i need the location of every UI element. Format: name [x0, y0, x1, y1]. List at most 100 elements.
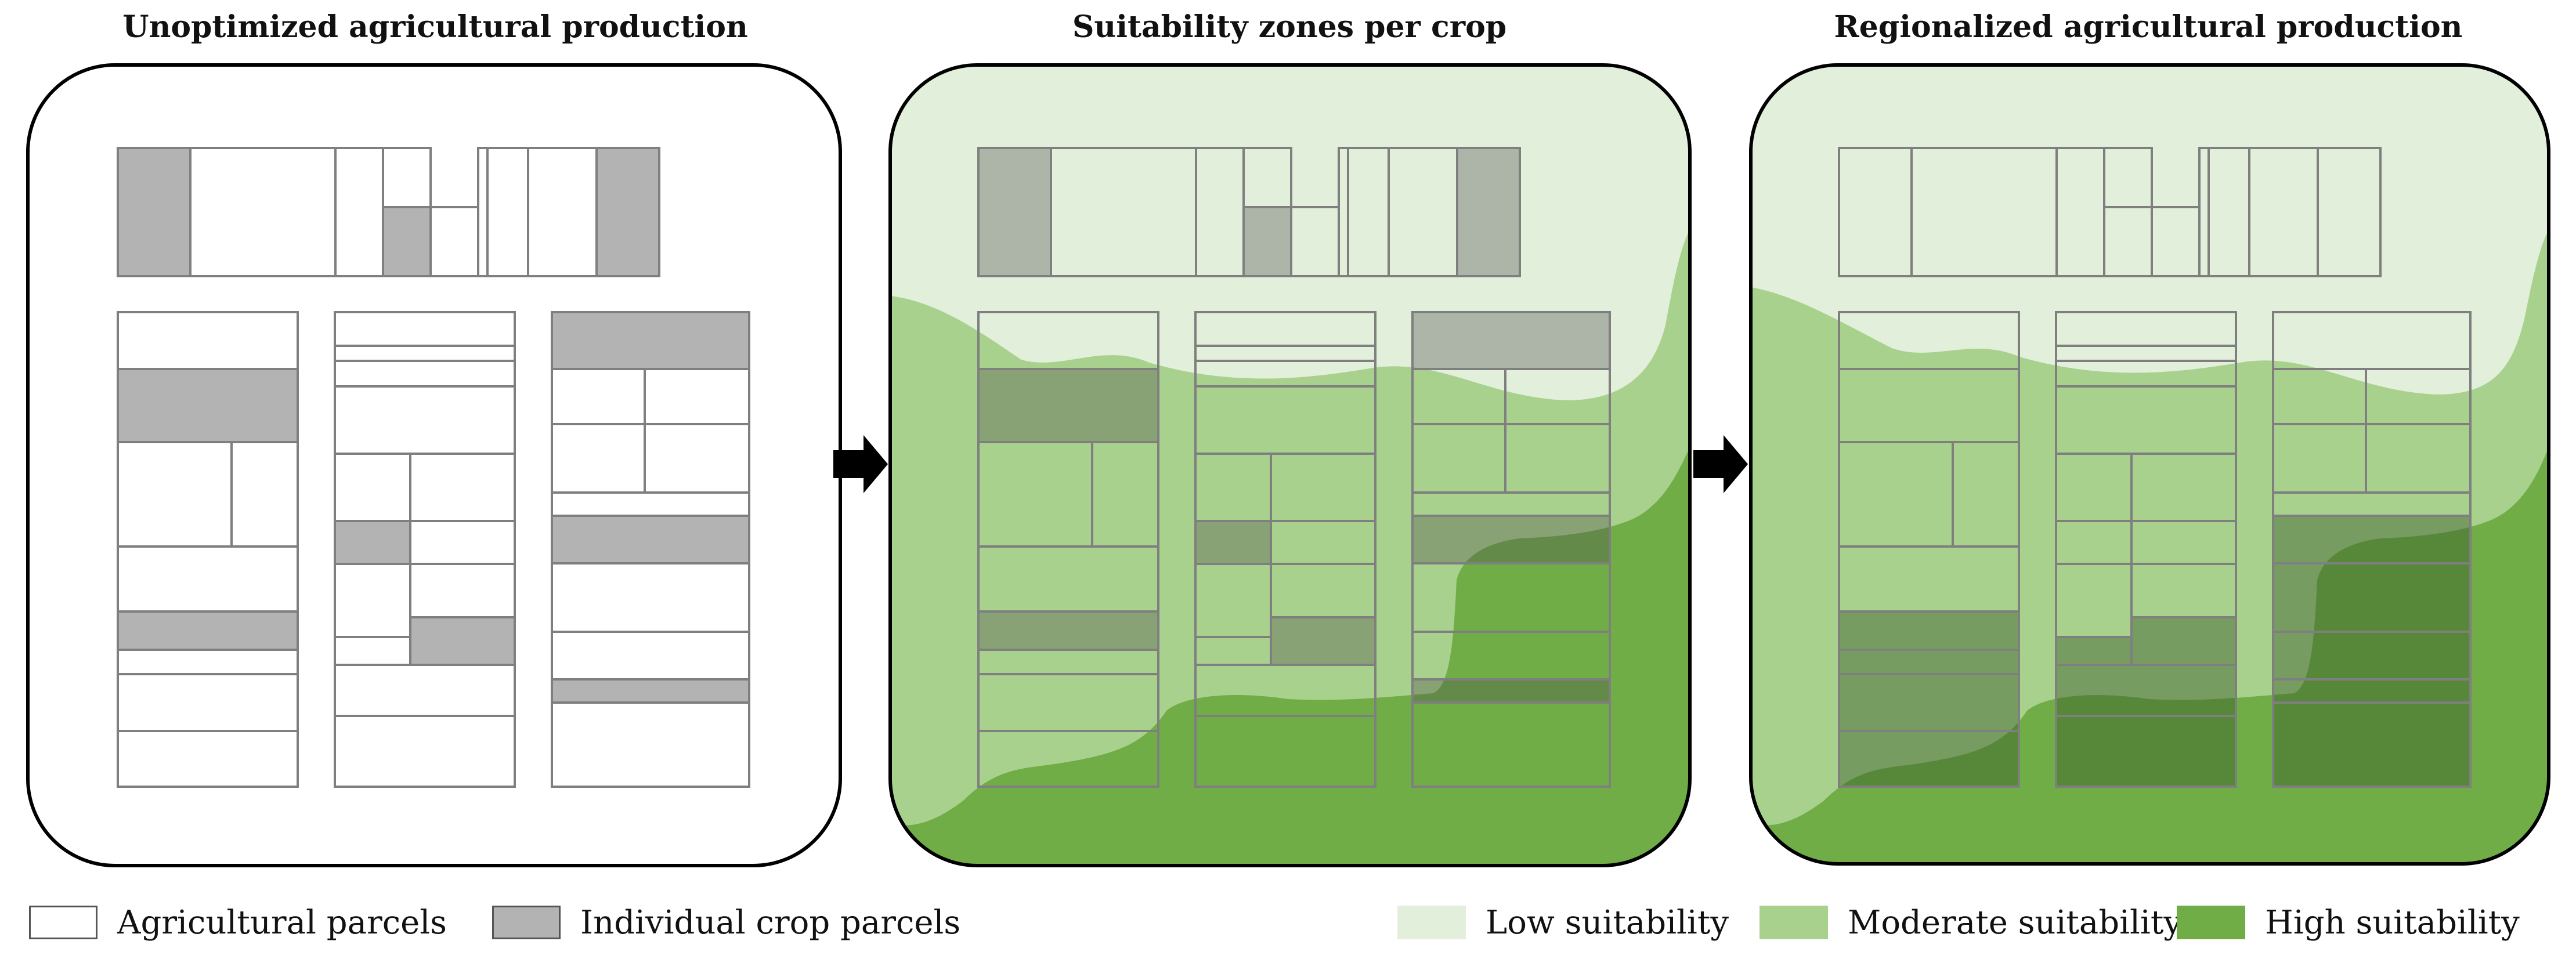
parcel [382, 147, 432, 208]
panel-1-unoptimized [26, 63, 842, 867]
parcel [551, 423, 646, 494]
parcel [409, 520, 516, 565]
parcel [2272, 562, 2472, 633]
parcel [429, 206, 479, 277]
parcel [2055, 636, 2133, 666]
parcel [1270, 616, 1376, 666]
parcel [2272, 631, 2472, 681]
parcel [977, 610, 1159, 651]
high-suitability-label: High suitability [2265, 903, 2520, 942]
legend-high-suitability: High suitability [2177, 902, 2520, 943]
parcel [334, 453, 411, 522]
parcel [334, 636, 411, 666]
parcel [2317, 147, 2382, 277]
agricultural-parcels-label: Agricultural parcels [117, 903, 447, 942]
parcel [2130, 616, 2237, 666]
parcel [2272, 515, 2472, 564]
parcel [117, 441, 233, 548]
parcel [334, 360, 516, 388]
diagram [26, 63, 2550, 867]
parcel [1411, 678, 1611, 704]
low-suitability-swatch [1397, 906, 1466, 939]
parcel [1194, 715, 1376, 788]
parcel [1838, 649, 2020, 675]
parcel [2272, 701, 2472, 788]
parcel [1838, 610, 2020, 651]
parcel [2055, 715, 2237, 788]
parcel [1242, 206, 1292, 277]
parcel [1411, 515, 1611, 564]
parcel [117, 311, 299, 370]
parcel [334, 345, 516, 362]
parcel [551, 562, 750, 633]
parcel [1838, 673, 2020, 732]
parcel [117, 610, 299, 651]
high-suitability-swatch [2177, 906, 2245, 939]
parcel [551, 701, 750, 788]
panel-2-parcels [977, 147, 1611, 788]
parcel [527, 147, 598, 277]
parcel [334, 385, 516, 455]
parcel [230, 441, 299, 548]
parcel [117, 649, 299, 675]
panel-2-frame [888, 63, 1692, 867]
individual-crop-parcels-swatch [492, 906, 561, 939]
parcel [334, 311, 516, 347]
parcel [2272, 678, 2472, 704]
parcel [551, 678, 750, 704]
parcel [117, 673, 299, 732]
parcel [409, 453, 516, 522]
panel-2-suitability [888, 63, 1692, 867]
parcel [189, 147, 337, 277]
panel-2-title: Suitability zones per crop [1072, 9, 1507, 45]
parcel [644, 423, 750, 494]
parcel [977, 368, 1159, 443]
parcel [409, 563, 516, 618]
arrow-2 [1693, 435, 1748, 493]
parcel [551, 491, 750, 517]
parcel [409, 616, 516, 666]
parcel [334, 664, 516, 717]
parcel [117, 730, 299, 788]
parcel [117, 545, 299, 613]
parcel [977, 147, 1052, 277]
panel-3-frame [1749, 63, 2550, 866]
panel-1-parcels [117, 147, 750, 788]
parcel [551, 515, 750, 564]
parcel [644, 368, 750, 425]
legend-individual-crop-parcels: Individual crop parcels [492, 902, 960, 943]
parcel [551, 311, 750, 370]
parcel [334, 563, 411, 638]
legend-agricultural-parcels: Agricultural parcels [29, 902, 447, 943]
parcel [2055, 664, 2237, 717]
parcel [551, 368, 646, 425]
arrow-1 [833, 435, 888, 493]
agricultural-parcels-swatch [29, 906, 97, 939]
parcel [117, 147, 192, 277]
individual-crop-parcels-label: Individual crop parcels [580, 903, 961, 942]
panel-3-parcels [1838, 147, 2472, 788]
parcel [977, 730, 1159, 788]
parcel [334, 715, 516, 788]
parcel [1411, 701, 1611, 788]
panel-3-high-zone [1751, 447, 2549, 864]
parcel [486, 147, 529, 277]
moderate-suitability-label: Moderate suitability [1848, 903, 2182, 942]
parcel [334, 147, 384, 277]
parcel [1456, 147, 1521, 277]
parcel [477, 147, 489, 277]
parcel [1194, 520, 1272, 565]
moderate-suitability-swatch [1760, 906, 1828, 939]
parcel [117, 368, 299, 443]
panel-1-title: Unoptimized agricultural production [122, 9, 748, 45]
legend-low-suitability: Low suitability [1397, 902, 1729, 943]
parcel [595, 147, 660, 277]
parcel [1411, 311, 1611, 370]
panel-3-title: Regionalized agricultural production [1834, 9, 2463, 45]
parcel [1838, 730, 2020, 788]
legend-moderate-suitability: Moderate suitability [1760, 902, 2182, 943]
panel-2-high-zone [890, 447, 1690, 866]
panel-3-regionalized [1749, 63, 2550, 866]
parcel [382, 206, 432, 277]
low-suitability-label: Low suitability [1486, 903, 1729, 942]
